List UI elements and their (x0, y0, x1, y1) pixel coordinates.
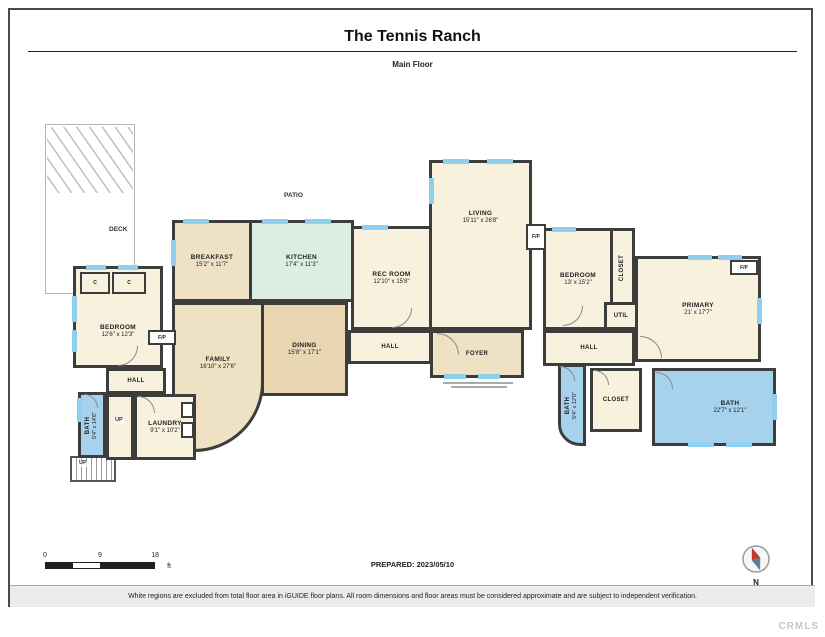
label-closet-right: CLOSET (602, 397, 630, 403)
window-1 (487, 159, 513, 164)
label-closet-hall: CLOSET (619, 254, 626, 282)
room-closet-hall: CLOSET (610, 228, 635, 308)
room-util: UTIL (604, 302, 638, 330)
fixture-fp-primary: F/P (730, 260, 758, 275)
compass-icon (742, 545, 770, 573)
fixture-laundry-appliance-2 (181, 422, 194, 438)
compass-north-label: N (753, 578, 759, 587)
label-hall-left: HALL (127, 378, 145, 384)
window-2 (429, 178, 434, 204)
scale-label-9: 9 (98, 552, 102, 559)
window-4 (262, 219, 288, 224)
title-divider (28, 51, 797, 52)
disclaimer-text: White regions are excluded from total fl… (128, 593, 697, 600)
label-hall-center: HALL (381, 344, 399, 350)
window-19 (77, 398, 82, 422)
plan-label-deck: DECK (108, 226, 129, 234)
plan-title: The Tennis Ranch (344, 28, 481, 45)
fixture-laundry-appliance-1 (181, 402, 194, 418)
window-18 (118, 265, 138, 270)
plan-subtitle: Main Floor (392, 60, 433, 69)
plan-label-up: UP (78, 460, 88, 467)
window-9 (688, 255, 712, 260)
window-12 (772, 394, 777, 420)
window-3 (183, 219, 209, 224)
compass-needle-s (751, 557, 761, 571)
compass-needle-n (751, 547, 761, 561)
scale-label-18: 18 (151, 552, 159, 559)
scale-unit: ft (167, 563, 171, 570)
room-hall-right: HALL (543, 330, 635, 366)
prepared-date: PREPARED: 2023/05/10 (370, 560, 455, 569)
window-5 (305, 219, 331, 224)
window-11 (757, 298, 762, 324)
fixture-closet-c2: C (112, 272, 146, 294)
stairs (70, 456, 116, 482)
window-20 (444, 374, 466, 379)
step-line-0 (443, 382, 513, 384)
scale-bar: 0 9 18 ft (43, 552, 171, 576)
window-8 (552, 227, 576, 232)
crmls-watermark: CRMLS (778, 621, 819, 632)
window-6 (171, 240, 176, 266)
room-hall-center: HALL (348, 330, 432, 364)
plan-label-up: UP (114, 417, 124, 424)
room-hall-left: HALL (106, 368, 166, 394)
scale-label-0: 0 (43, 552, 47, 559)
scale-strip (45, 562, 155, 569)
deck-steps-hatch (47, 127, 133, 193)
window-0 (443, 159, 469, 164)
plan-label-patio: PATIO (283, 192, 304, 200)
window-13 (688, 442, 714, 447)
fixture-fp-living: F/P (526, 224, 546, 250)
footer-disclaimer-bar: White regions are excluded from total fl… (10, 585, 815, 607)
room-closet-right: CLOSET (590, 368, 642, 432)
window-7 (362, 225, 388, 230)
compass: N (738, 544, 774, 587)
window-16 (72, 330, 77, 352)
room-stair-strip (106, 394, 134, 460)
fixture-fp-bedroom-left: F/P (148, 330, 176, 345)
fixture-closet-c1: C (80, 272, 110, 294)
step-line-1 (451, 386, 507, 388)
window-14 (726, 442, 752, 447)
window-21 (478, 374, 500, 379)
label-foyer: FOYER (465, 351, 489, 357)
label-hall-right: HALL (580, 345, 598, 351)
window-10 (718, 255, 742, 260)
label-util: UTIL (613, 313, 629, 319)
window-15 (72, 296, 77, 322)
window-17 (86, 265, 106, 270)
